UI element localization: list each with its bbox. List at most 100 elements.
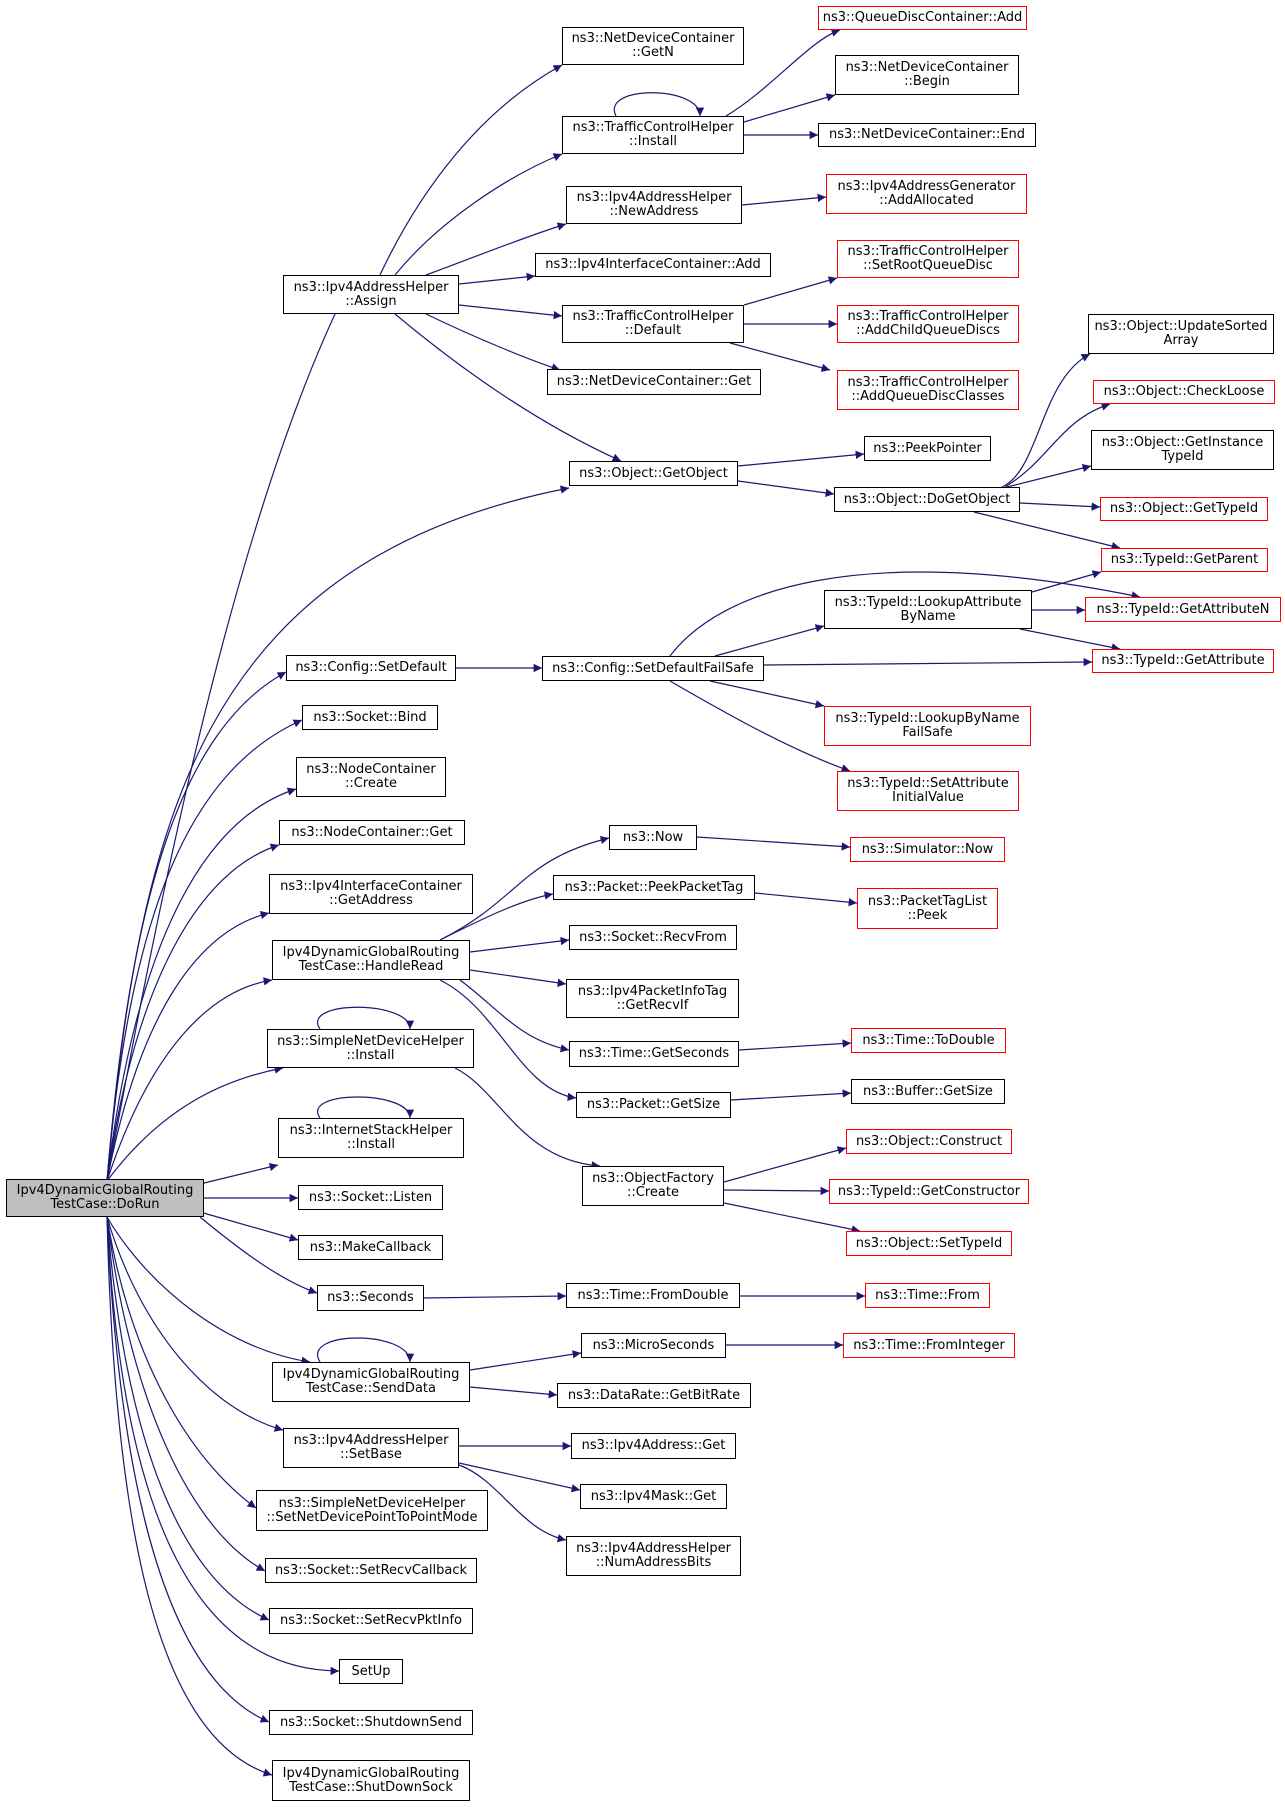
node-nc-get[interactable]: ns3::NodeContainer::Get — [279, 820, 465, 845]
node-ipv4mask-get[interactable]: ns3::Ipv4Mask::Get — [580, 1484, 727, 1509]
node-time-fromdouble[interactable]: ns3::Time::FromDouble — [566, 1283, 740, 1308]
node-seconds[interactable]: ns3::Seconds — [317, 1285, 424, 1311]
node-ndc-end[interactable]: ns3::NetDeviceContainer::End — [818, 123, 1036, 147]
node-sndh-install[interactable]: ns3::SimpleNetDeviceHelper::Install — [267, 1029, 474, 1068]
node-tid-getctor[interactable]: ns3::TypeId::GetConstructor — [829, 1179, 1029, 1204]
node-iah-newaddr[interactable]: ns3::Ipv4AddressHelper::NewAddress — [566, 186, 742, 224]
node-obj-settypeid[interactable]: ns3::Object::SetTypeId — [846, 1231, 1012, 1256]
node-obj-getobject[interactable]: ns3::Object::GetObject — [569, 461, 738, 486]
edge-pkt-getsize-to-buf-getsize — [730, 1089, 852, 1101]
node-iic-add[interactable]: ns3::Ipv4InterfaceContainer::Add — [535, 253, 771, 277]
node-iag-addalloc[interactable]: ns3::Ipv4AddressGenerator::AddAllocated — [826, 174, 1027, 214]
node-tch-addchild[interactable]: ns3::TrafficControlHelper::AddChildQueue… — [837, 305, 1019, 343]
node-time-from[interactable]: ns3::Time::From — [865, 1283, 990, 1308]
edge-root-to-seconds — [199, 1216, 318, 1295]
edge-tid-lookupattr-to-tid-getparent — [1031, 570, 1102, 593]
edge-iah-assign-to-tch-default — [458, 304, 563, 320]
node-pkt-peektag[interactable]: ns3::Packet::PeekPacketTag — [553, 875, 755, 900]
node-tid-getattr[interactable]: ns3::TypeId::GetAttribute — [1092, 649, 1274, 673]
node-time-getseconds[interactable]: ns3::Time::GetSeconds — [569, 1041, 739, 1067]
edge-sndh-install-self — [317, 1006, 415, 1030]
node-dr-getbitrate[interactable]: ns3::DataRate::GetBitRate — [557, 1383, 751, 1408]
node-tch-setroot[interactable]: ns3::TrafficControlHelper::SetRootQueueD… — [837, 240, 1019, 278]
edge-senddata-to-microseconds — [469, 1350, 582, 1371]
node-cfg-setdefaultfs[interactable]: ns3::Config::SetDefaultFailSafe — [542, 656, 764, 681]
edge-time-getseconds-to-time-todouble — [738, 1039, 852, 1051]
edge-handleread-to-pkt-getsize — [439, 979, 577, 1101]
node-ptl-peek[interactable]: ns3::PacketTagList::Peek — [857, 888, 998, 929]
node-iic-getaddr[interactable]: ns3::Ipv4InterfaceContainer::GetAddress — [269, 874, 473, 914]
node-tch-install[interactable]: ns3::TrafficControlHelper::Install — [562, 116, 744, 154]
node-sndh-setp2p[interactable]: ns3::SimpleNetDeviceHelper::SetNetDevice… — [256, 1490, 488, 1531]
node-buf-getsize[interactable]: ns3::Buffer::GetSize — [851, 1079, 1005, 1104]
node-sock-setrecvcb[interactable]: ns3::Socket::SetRecvCallback — [265, 1558, 477, 1583]
node-iah-assign[interactable]: ns3::Ipv4AddressHelper::Assign — [283, 275, 459, 314]
node-cfg-setdefault[interactable]: ns3::Config::SetDefault — [286, 655, 456, 681]
node-pkt-getsize[interactable]: ns3::Packet::GetSize — [576, 1092, 731, 1118]
node-ipv4addr-get[interactable]: ns3::Ipv4Address::Get — [571, 1433, 736, 1459]
edge-obj-dogetobject-to-obj-getinst — [1006, 463, 1092, 488]
edge-root-to-cfg-setdefault — [106, 671, 287, 1182]
edge-root-to-sndh-install — [106, 1065, 284, 1182]
node-ipit-getrecvif[interactable]: ns3::Ipv4PacketInfoTag::GetRecvIf — [566, 979, 739, 1018]
edge-obj-getobject-to-peekpointer — [737, 450, 865, 467]
node-time-todouble[interactable]: ns3::Time::ToDouble — [851, 1028, 1006, 1053]
node-ndc-get[interactable]: ns3::NetDeviceContainer::Get — [547, 369, 761, 395]
node-tch-addclasses[interactable]: ns3::TrafficControlHelper::AddQueueDiscC… — [837, 370, 1019, 410]
node-sock-recvfrom[interactable]: ns3::Socket::RecvFrom — [569, 925, 737, 950]
edge-root-to-sock-shutdownsend — [106, 1216, 270, 1723]
edge-cfg-setdefaultfs-to-tid-getattrn — [669, 571, 1141, 657]
node-obj-gettypeid[interactable]: ns3::Object::GetTypeId — [1100, 497, 1268, 521]
node-peekpointer[interactable]: ns3::PeekPointer — [864, 436, 991, 461]
edge-sndh-install-to-of-create — [454, 1067, 601, 1170]
node-sock-shutdownsend[interactable]: ns3::Socket::ShutdownSend — [269, 1710, 473, 1735]
node-iah-setbase[interactable]: ns3::Ipv4AddressHelper::SetBase — [283, 1428, 459, 1468]
edge-seconds-to-time-fromdouble — [423, 1291, 567, 1301]
edge-tch-install-to-qdc-add — [725, 28, 841, 117]
node-iah-numbits[interactable]: ns3::Ipv4AddressHelper::NumAddressBits — [566, 1536, 741, 1576]
node-sim-now[interactable]: ns3::Simulator::Now — [850, 837, 1005, 862]
node-tid-getparent[interactable]: ns3::TypeId::GetParent — [1101, 548, 1268, 572]
edge-root-to-handleread — [106, 977, 273, 1182]
node-sock-listen[interactable]: ns3::Socket::Listen — [298, 1185, 443, 1210]
edge-ish-install-self — [317, 1096, 415, 1119]
node-tid-getattrn[interactable]: ns3::TypeId::GetAttributeN — [1085, 597, 1281, 622]
edge-obj-dogetobject-to-obj-gettypeid — [1019, 502, 1101, 511]
edge-senddata-self — [317, 1337, 415, 1363]
node-obj-construct[interactable]: ns3::Object::Construct — [846, 1129, 1012, 1154]
node-ish-install[interactable]: ns3::InternetStackHelper::Install — [278, 1118, 464, 1158]
node-ndc-begin[interactable]: ns3::NetDeviceContainer::Begin — [835, 55, 1019, 95]
node-now[interactable]: ns3::Now — [609, 825, 697, 850]
edge-handleread-to-time-getseconds — [459, 979, 570, 1053]
node-setup[interactable]: SetUp — [339, 1659, 403, 1684]
node-sock-bind[interactable]: ns3::Socket::Bind — [302, 705, 438, 730]
node-nc-create[interactable]: ns3::NodeContainer::Create — [296, 757, 446, 797]
edge-handleread-to-ipit-getrecvif — [469, 969, 567, 987]
edge-now-to-sim-now — [696, 836, 851, 851]
node-sock-setrecvpkt[interactable]: ns3::Socket::SetRecvPktInfo — [269, 1608, 473, 1634]
edge-root-to-nc-get — [106, 843, 280, 1182]
node-tch-default[interactable]: ns3::TrafficControlHelper::Default — [562, 305, 744, 343]
node-of-create[interactable]: ns3::ObjectFactory::Create — [582, 1166, 724, 1206]
node-time-frominteger[interactable]: ns3::Time::FromInteger — [843, 1333, 1015, 1358]
edge-root-to-shutdownsock — [106, 1216, 273, 1777]
node-makecallback[interactable]: ns3::MakeCallback — [298, 1235, 443, 1260]
edge-tch-install-to-ndc-begin — [743, 93, 836, 123]
node-qdc-add[interactable]: ns3::QueueDiscContainer::Add — [818, 6, 1027, 30]
node-obj-dogetobject[interactable]: ns3::Object::DoGetObject — [834, 487, 1020, 512]
node-obj-checkloose[interactable]: ns3::Object::CheckLoose — [1093, 380, 1275, 404]
edge-of-create-to-obj-construct — [723, 1146, 847, 1183]
node-ndc-getn[interactable]: ns3::NetDeviceContainer::GetN — [562, 27, 744, 65]
edge-root-to-iah-setbase — [106, 1216, 284, 1432]
node-microseconds[interactable]: ns3::MicroSeconds — [581, 1333, 726, 1358]
edge-iah-assign-to-obj-getobject — [394, 313, 622, 462]
